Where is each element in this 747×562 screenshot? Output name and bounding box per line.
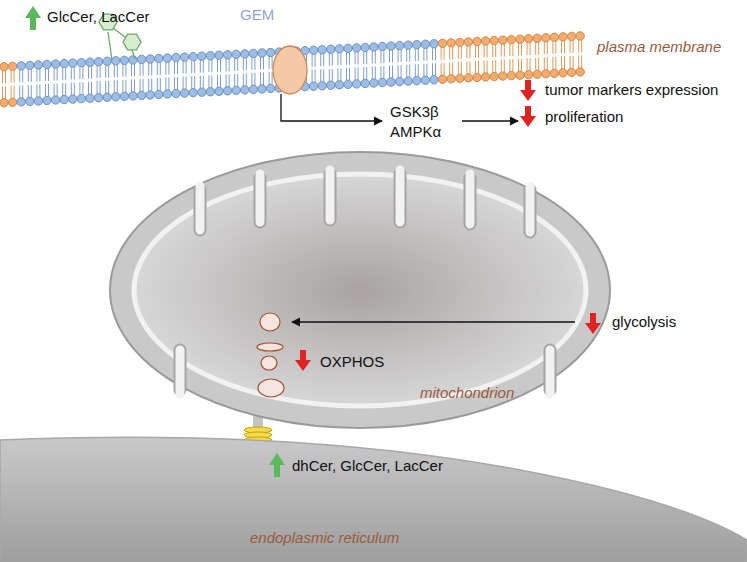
lipid-bilayer [0,32,584,107]
protein-label: AMPKα [390,123,441,141]
signal-arrow [462,120,518,121]
lipid-label: dhCer, GlcCer, LacCer [292,457,443,475]
protein-label: GSK3β [390,103,439,121]
effect-label: tumor markers expression [545,81,718,99]
lipid-label: GlcCer, LacCer [47,8,150,26]
effect-label: proliferation [545,108,623,126]
organelle-label: mitochondrion [420,384,514,402]
organelle-label: endoplasmic reticulum [250,529,399,547]
increase-arrow [25,6,41,30]
mitochondrion-shape-outline [108,150,612,430]
structure-label: plasma membrane [597,38,721,56]
membrane-protein [273,46,307,94]
mitochondrion-shape: OXPHOS mitochondrion [108,150,612,430]
er-shape: dhCer, GlcCer, LacCer endoplasmic reticul… [0,425,747,562]
signal-arrow [281,94,382,121]
process-label: OXPHOS [320,353,384,371]
pathway-label: glycolysis [612,313,676,331]
raft-label: GEM [240,6,274,24]
decrease-arrow [520,80,536,101]
decrease-arrow [520,106,536,127]
